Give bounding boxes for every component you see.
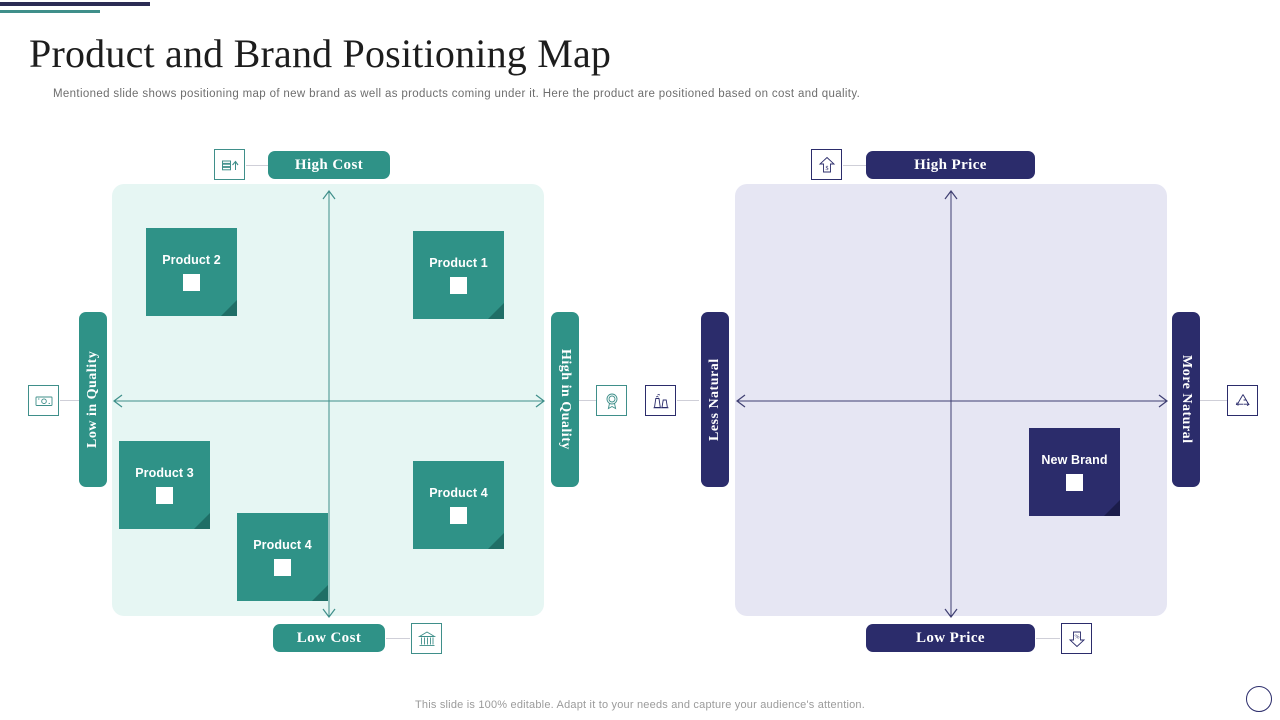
percent-down-arrow-icon: % — [1061, 623, 1092, 654]
right-left-connector — [677, 400, 699, 401]
product-card[interactable]: Product 4 — [237, 513, 328, 601]
brand-card-label: New Brand — [1041, 453, 1108, 467]
left-axis-horizontal — [113, 394, 545, 408]
label-low-cost[interactable]: Low Cost — [273, 624, 385, 652]
image-placeholder-icon — [183, 274, 200, 291]
factory-icon — [645, 385, 676, 416]
top-accent-bar-navy — [0, 2, 150, 6]
product-card-label: Product 2 — [162, 253, 221, 267]
money-stack-up-icon — [214, 149, 245, 180]
svg-text:$: $ — [825, 165, 828, 172]
product-card[interactable]: Product 1 — [413, 231, 504, 319]
image-placeholder-icon — [156, 487, 173, 504]
brand-card[interactable]: New Brand — [1029, 428, 1120, 516]
image-placeholder-icon — [450, 277, 467, 294]
label-high-cost[interactable]: High Cost — [268, 151, 390, 179]
product-card[interactable]: Product 2 — [146, 228, 237, 316]
top-accent-bar-teal — [0, 10, 100, 13]
product-card-label: Product 4 — [253, 538, 312, 552]
product-card[interactable]: Product 4 — [413, 461, 504, 549]
corner-fold — [488, 533, 504, 549]
label-low-price[interactable]: Low Price — [866, 624, 1035, 652]
left-bottom-connector — [386, 638, 410, 639]
corner-fold — [488, 303, 504, 319]
right-bottom-connector — [1036, 638, 1060, 639]
footer-note: This slide is 100% editable. Adapt it to… — [415, 699, 865, 711]
label-high-in-quality[interactable]: High in Quality — [551, 312, 579, 487]
banknote-icon — [28, 385, 59, 416]
label-high-price[interactable]: High Price — [866, 151, 1035, 179]
image-placeholder-icon — [1066, 474, 1083, 491]
image-placeholder-icon — [450, 507, 467, 524]
image-placeholder-icon — [274, 559, 291, 576]
left-top-connector — [246, 165, 270, 166]
bank-building-icon — [411, 623, 442, 654]
right-axis-horizontal — [736, 394, 1168, 408]
left-side-connector — [60, 400, 80, 401]
corner-fold — [1104, 500, 1120, 516]
corner-fold — [194, 513, 210, 529]
right-axis-vertical — [944, 190, 958, 618]
label-less-natural[interactable]: Less Natural — [701, 312, 729, 487]
corner-fold — [312, 585, 328, 601]
left-axis-vertical — [322, 190, 336, 618]
label-low-in-quality[interactable]: Low in Quality — [79, 312, 107, 487]
right-right-connector — [1200, 400, 1227, 401]
svg-text:%: % — [1074, 634, 1079, 640]
right-side-connector — [579, 400, 597, 401]
page-subtitle: Mentioned slide shows positioning map of… — [53, 88, 861, 100]
product-card[interactable]: Product 3 — [119, 441, 210, 529]
product-card-label: Product 4 — [429, 486, 488, 500]
page-title: Product and Brand Positioning Map — [29, 31, 612, 76]
label-more-natural[interactable]: More Natural — [1172, 312, 1200, 487]
recycle-icon — [1227, 385, 1258, 416]
corner-circle-decoration — [1246, 686, 1272, 712]
price-up-arrow-icon: $ — [811, 149, 842, 180]
quality-badge-icon — [596, 385, 627, 416]
right-top-connector — [843, 165, 867, 166]
corner-fold — [221, 300, 237, 316]
product-card-label: Product 1 — [429, 256, 488, 270]
product-card-label: Product 3 — [135, 466, 194, 480]
